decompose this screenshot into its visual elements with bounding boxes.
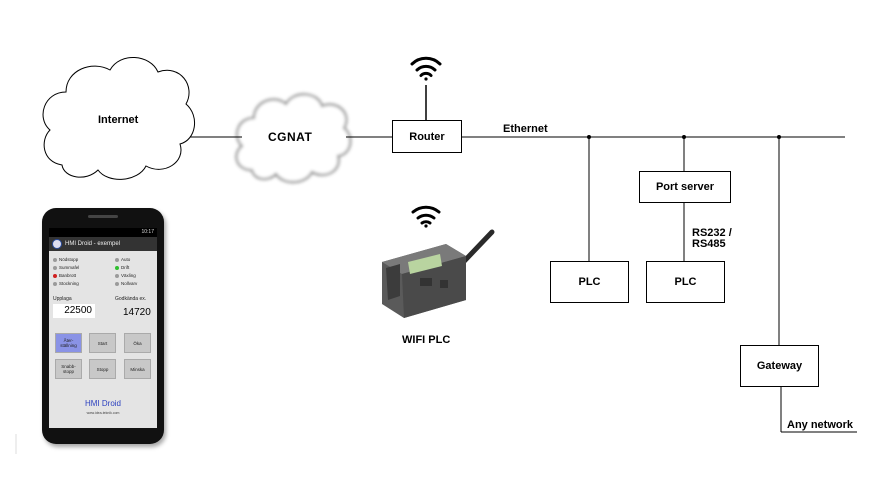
upplaga-label: Upplaga: [53, 296, 72, 302]
status-dot: [115, 281, 119, 286]
status-indicator: Auto: [115, 257, 130, 263]
status-indicator: Banbrott: [53, 273, 76, 279]
status-indicator: Stockning: [53, 281, 79, 287]
rs-label-1: RS232 /: [692, 227, 732, 239]
reset-button[interactable]: Åter- ställning: [55, 333, 82, 353]
wifi-plc-label: WIFI PLC: [402, 334, 451, 346]
gateway-label: Gateway: [756, 360, 803, 372]
cgnat-cloud: [235, 93, 351, 183]
plc-box: PLC: [646, 261, 725, 303]
status-dot: [115, 273, 119, 278]
increase-button[interactable]: Öka: [124, 333, 151, 353]
phone-speaker: [88, 215, 118, 218]
status-dot: [53, 265, 57, 270]
ethernet-label: Ethernet: [503, 123, 548, 135]
status-label: Växling: [121, 273, 136, 278]
gateway-box: Gateway: [740, 345, 819, 387]
status-dot: [53, 281, 57, 286]
status-dot: [53, 273, 57, 278]
status-dot: [115, 257, 119, 262]
any-network-label: Any network: [787, 419, 854, 431]
plc-label: PLC: [674, 276, 697, 288]
status-label: Banbrott: [59, 273, 77, 278]
godkanda-value: 14720: [123, 307, 151, 318]
status-label: Auto: [121, 257, 131, 262]
phone-screen: 10:17 HMI Droid - exempel Nödstopp Summa…: [49, 228, 157, 428]
phone: 10:17 HMI Droid - exempel Nödstopp Summa…: [42, 208, 164, 444]
status-indicator: Växling: [115, 273, 136, 279]
status-dot: [115, 265, 119, 270]
router-box: Router: [392, 120, 462, 153]
status-label: Summafel: [59, 265, 80, 270]
status-bar: 10:17: [49, 228, 157, 237]
quick-stop-button[interactable]: Snabb- stopp: [55, 359, 82, 379]
status-dot: [53, 257, 57, 262]
app-bar: HMI Droid - exempel: [49, 237, 157, 251]
wifi-icon: [410, 56, 442, 81]
cgnat-label: CGNAT: [268, 130, 313, 144]
status-indicator: Summafel: [53, 265, 79, 271]
app-logo-icon: [52, 239, 62, 249]
router-label: Router: [409, 130, 445, 143]
brand-label: HMI Droid: [84, 399, 121, 408]
status-label: Stockning: [59, 281, 79, 286]
status-indicator: Nollvarv: [115, 281, 137, 287]
godkanda-label: Godkända ex.: [115, 296, 147, 302]
app-title: HMI Droid - exempel: [65, 241, 121, 247]
start-button[interactable]: Start: [89, 333, 116, 353]
plc-label: PLC: [578, 276, 601, 288]
status-label: Drift: [121, 265, 130, 270]
port-server-label: Port server: [655, 181, 715, 193]
port-server-box: Port server: [639, 171, 731, 203]
brand-url: www.idea-teknik.com: [86, 411, 120, 415]
decrease-button[interactable]: Minska: [124, 359, 151, 379]
status-label: Nödstopp: [59, 257, 79, 262]
clock: 10:17: [141, 229, 154, 235]
status-indicator: Drift: [115, 265, 129, 271]
stop-button[interactable]: Stopp: [89, 359, 116, 379]
internet-label: Internet: [98, 114, 139, 126]
upplaga-input[interactable]: 22500: [53, 304, 95, 318]
status-indicator: Nödstopp: [53, 257, 78, 263]
rs-label-2: RS485: [692, 238, 726, 250]
wifi-plc-device: [382, 229, 495, 318]
wifi-icon: [411, 205, 441, 228]
status-label: Nollvarv: [121, 281, 138, 286]
internet-cloud: [42, 57, 195, 180]
app-content: Nödstopp Summafel Banbrott Stockning Aut…: [49, 251, 157, 428]
plc-box: PLC: [550, 261, 629, 303]
